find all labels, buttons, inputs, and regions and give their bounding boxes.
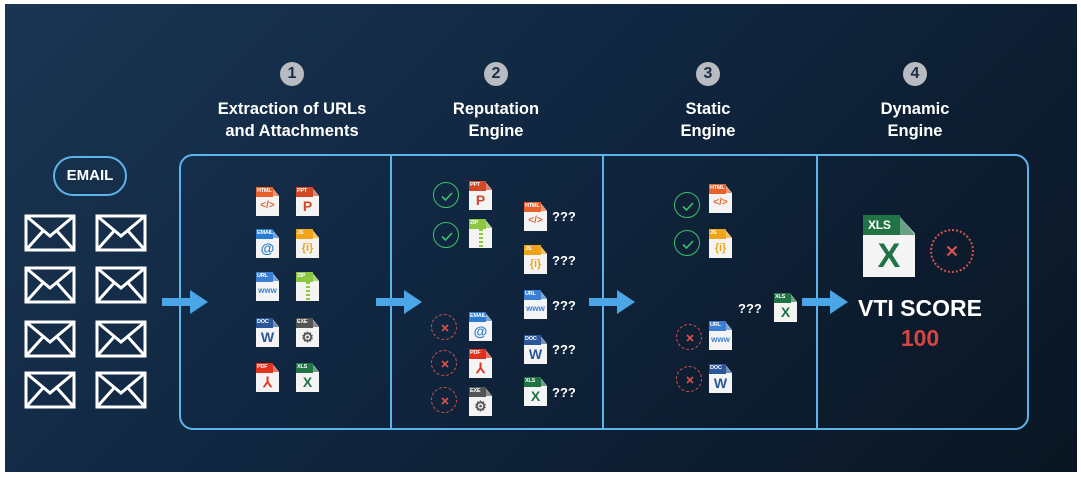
- zip-file-icon: ZIP: [296, 272, 319, 301]
- envelope-icon: [24, 371, 76, 409]
- flow-arrow-icon: [162, 290, 208, 314]
- pdf-file-icon: PDF⅄: [256, 363, 279, 392]
- file-type-label: PPT: [470, 182, 481, 188]
- file-type-label: JS: [710, 230, 717, 236]
- email-file-icon: EMAIL@: [469, 312, 492, 341]
- file-type-label: EXE: [470, 388, 481, 394]
- envelope-icon: [95, 320, 147, 358]
- unknown-marker: ???: [738, 301, 762, 316]
- score-value: 100: [900, 325, 940, 351]
- unknown-marker: ???: [552, 298, 576, 313]
- unknown-marker: ???: [552, 385, 576, 400]
- html-file-icon: HTML</>: [256, 187, 279, 216]
- stage-divider: [390, 154, 392, 430]
- email-file-icon: EMAIL@: [256, 229, 279, 258]
- envelope-icon: [24, 320, 76, 358]
- envelope-icon: [95, 266, 147, 304]
- envelope-icon: [24, 214, 76, 252]
- js-file-icon: JS{i}: [524, 245, 547, 274]
- file-type-label: EXE: [297, 319, 308, 325]
- reject-icon: [431, 350, 457, 376]
- email-badge: EMAIL: [53, 156, 127, 196]
- reject-icon: [676, 324, 702, 350]
- file-type-label: PDF: [470, 350, 481, 356]
- step-3-title: Static Engine: [680, 100, 736, 140]
- pdf-file-icon: PDF⅄: [469, 349, 492, 378]
- exe-file-icon: EXE⚙: [296, 318, 319, 347]
- flow-arrow-icon: [376, 290, 422, 314]
- html-file-icon: HTML</>: [709, 184, 732, 213]
- flow-arrow-icon: [589, 290, 635, 314]
- file-type-label: EMAIL: [257, 230, 274, 236]
- file-type-label: PPT: [297, 188, 308, 194]
- check-icon: [674, 230, 700, 256]
- unknown-marker: ???: [552, 209, 576, 224]
- file-type-label: PDF: [257, 364, 268, 370]
- file-type-label: URL: [257, 273, 268, 279]
- file-type-label: XLS: [525, 378, 536, 384]
- step-4-title: Dynamic Engine: [880, 100, 950, 140]
- reject-icon: [676, 366, 702, 392]
- file-type-label: EMAIL: [470, 313, 487, 319]
- stage-divider: [816, 154, 818, 430]
- file-type-label: HTML: [525, 203, 540, 209]
- check-icon: [674, 192, 700, 218]
- file-type-label: XLS: [775, 294, 786, 300]
- envelope-icon: [24, 266, 76, 304]
- reject-icon: [431, 314, 457, 340]
- score-label: VTI SCORE: [858, 295, 982, 321]
- exe-file-icon: EXE⚙: [469, 387, 492, 416]
- reject-icon: [930, 229, 974, 273]
- js-file-icon: JS{i}: [296, 229, 319, 258]
- step-3-number: 3: [696, 62, 720, 86]
- file-type-label: ZIP: [297, 273, 305, 279]
- file-type-label: ZIP: [470, 220, 478, 226]
- file-type-label: XLS: [868, 218, 891, 232]
- stage-divider: [602, 154, 604, 430]
- file-type-label: DOC: [525, 336, 537, 342]
- diagram-canvas: 1 Extraction of URLs and Attachments 2 R…: [5, 4, 1077, 472]
- unknown-marker: ???: [552, 342, 576, 357]
- file-type-label: JS: [297, 230, 304, 236]
- file-type-label: HTML: [257, 188, 272, 194]
- flow-arrow-icon: [802, 290, 848, 314]
- step-4-number: 4: [903, 62, 927, 86]
- file-type-label: DOC: [257, 319, 269, 325]
- file-type-label: DOC: [710, 365, 722, 371]
- file-type-label: HTML: [710, 185, 725, 191]
- check-icon: [433, 222, 459, 248]
- zip-file-icon: ZIP: [469, 219, 492, 248]
- js-file-icon: JS{i}: [709, 229, 732, 258]
- file-type-label: URL: [710, 322, 721, 328]
- check-icon: [433, 182, 459, 208]
- envelope-icon: [95, 371, 147, 409]
- step-1-number: 1: [280, 62, 304, 86]
- file-type-label: URL: [525, 291, 536, 297]
- pipeline-frame: [179, 154, 1029, 430]
- step-2-number: 2: [484, 62, 508, 86]
- file-type-label: XLS: [297, 364, 308, 370]
- html-file-icon: HTML</>: [524, 202, 547, 231]
- file-type-label: JS: [525, 246, 532, 252]
- unknown-marker: ???: [552, 253, 576, 268]
- step-1-title: Extraction of URLs and Attachments: [217, 100, 367, 140]
- envelope-icon: [95, 214, 147, 252]
- step-2-title: Reputation Engine: [452, 100, 540, 140]
- reject-icon: [431, 387, 457, 413]
